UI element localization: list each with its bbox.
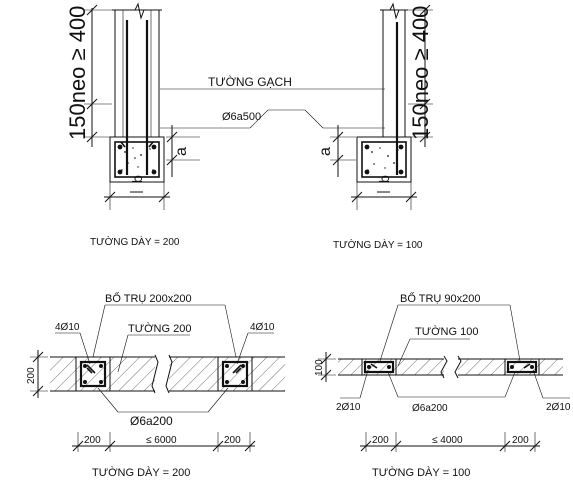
rebar-label-right: 2Ø10 <box>546 402 571 413</box>
rebar <box>364 169 370 175</box>
break-mark <box>112 2 162 20</box>
dimension-a-label: a <box>317 147 334 156</box>
section-wall-100: 150neo ≥ 400 a b TƯỜNG DÀY = 100 <box>317 2 433 251</box>
dimension-b-label: b <box>129 175 145 183</box>
wall-thickness-caption: TƯỜNG DÀY = 100 <box>372 466 470 479</box>
wall-label: TƯỜNG 100 <box>415 325 478 338</box>
tie-bar-label: Ø6a500 <box>222 111 261 123</box>
wall-thickness-dim: 200 <box>26 367 37 384</box>
dim-column-left: 200 <box>372 435 389 446</box>
rebar <box>151 169 157 175</box>
wall-thickness-dim: 100 <box>314 359 325 376</box>
dimension-b-label: b <box>376 175 392 183</box>
rebar <box>398 169 404 175</box>
dim-column-left: 200 <box>84 435 101 446</box>
wall-thickness-caption: TƯỜNG DÀY = 100 <box>333 238 423 251</box>
concrete-speckle <box>367 147 401 172</box>
rebar <box>398 144 404 150</box>
stirrup <box>114 141 160 178</box>
wall-thickness-caption: TƯỜNG DÀY = 200 <box>90 235 180 248</box>
rebar-label-right: 4Ø10 <box>250 322 275 333</box>
rebar <box>117 169 123 175</box>
column-title: BỔ TRỤ 90x200 <box>400 292 481 305</box>
column-stirrup <box>221 360 249 388</box>
beam-section <box>356 136 412 183</box>
dim-column-right: 200 <box>224 435 241 446</box>
dimension-a-label: a <box>173 147 190 156</box>
section-wall-200: 150neo ≥ 400 a b TƯỜNG DÀY = 200 <box>65 2 200 248</box>
rebar <box>117 144 123 150</box>
brick-wall <box>114 9 160 138</box>
column-stirrup <box>79 360 107 388</box>
brick-wall-label: TƯỜNG GẠCH <box>208 74 292 89</box>
rebar-label-left: 4Ø10 <box>55 322 80 333</box>
tie-bar-label: Ø6a200 <box>130 414 173 428</box>
brick-wall <box>382 9 406 138</box>
column-stirrup <box>363 360 395 374</box>
plan-wall-100: BỔ TRỤ 90x200 TƯỜNG 100 2Ø10 2Ø10 <box>314 292 571 479</box>
anchorage-length-label: 150neo ≥ 400 <box>408 6 433 140</box>
rebar <box>364 144 370 150</box>
break-mark <box>380 2 408 20</box>
tie-bar-label: Ø6a200 <box>412 403 448 414</box>
rebar-label-left: 2Ø10 <box>336 402 361 413</box>
wall-label: TƯỜNG 200 <box>128 322 191 335</box>
column-left <box>75 356 111 392</box>
plan-wall-200: BỔ TRỤ 200x200 TƯỜNG 200 4Ø10 4Ø10 <box>26 292 285 479</box>
column-title: BỔ TRỤ 200x200 <box>105 292 192 305</box>
concrete-speckle <box>121 147 154 171</box>
top-center-labels: TƯỜNG GẠCH Ø6a500 <box>160 74 385 129</box>
column-right <box>217 356 253 392</box>
stirrup <box>361 141 407 178</box>
beam-section <box>109 136 165 183</box>
dim-spacing: ≤ 6000 <box>146 435 177 446</box>
dim-column-right: 200 <box>512 435 529 446</box>
wall-thickness-caption: TƯỜNG DÀY = 200 <box>92 466 190 479</box>
dim-spacing: ≤ 4000 <box>432 435 463 446</box>
anchorage-length-label: 150neo ≥ 400 <box>65 6 90 140</box>
column-left <box>361 358 397 376</box>
column-right <box>504 358 540 376</box>
rebar <box>151 144 157 150</box>
column-stirrup <box>506 360 538 374</box>
